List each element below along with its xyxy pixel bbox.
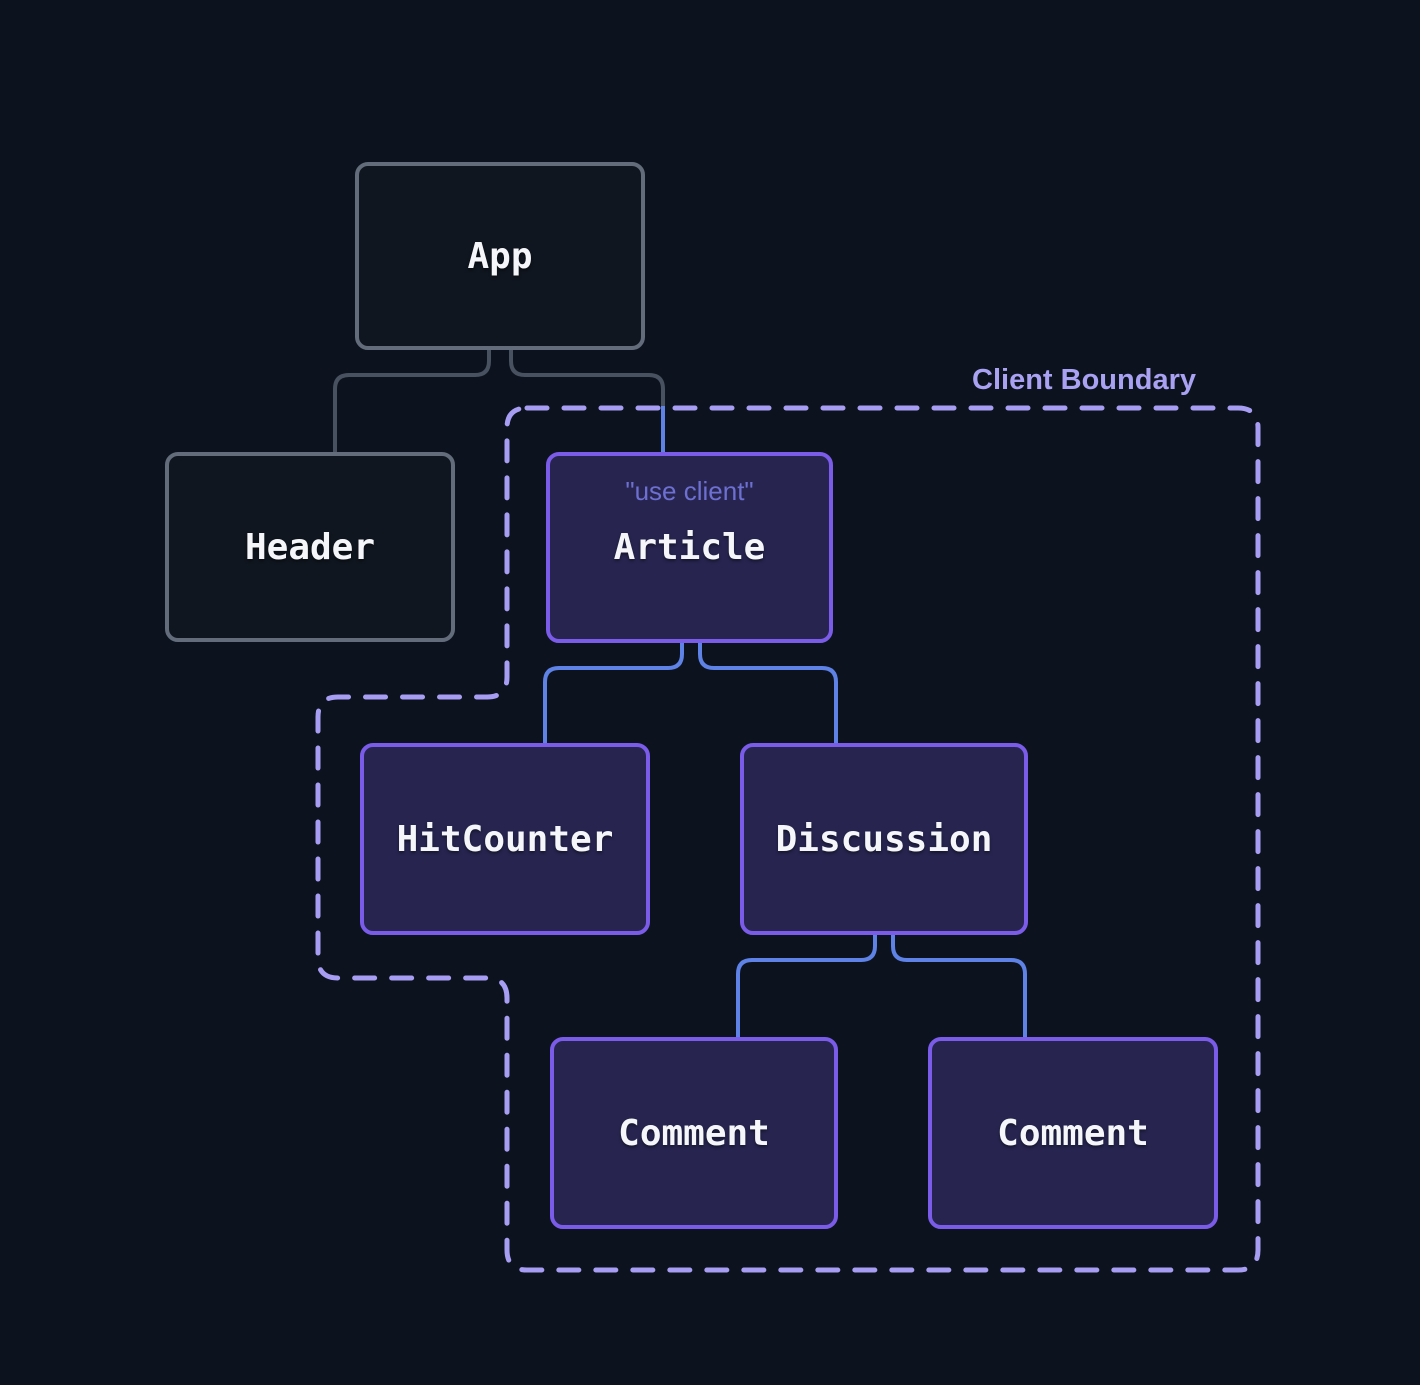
node-article: "use client" Article (546, 452, 833, 643)
client-boundary-outline (315, 405, 1261, 1273)
edge-discussion-comment-2 (891, 935, 1027, 1037)
node-comment-2: Comment (928, 1037, 1218, 1229)
node-header: Header (165, 452, 455, 642)
edge-app-header (333, 350, 491, 452)
node-comment-1-label: Comment (618, 1112, 770, 1154)
node-discussion: Discussion (740, 743, 1028, 935)
client-boundary-label: Client Boundary (972, 364, 1196, 396)
edge-article-discussion (698, 643, 838, 743)
node-hitcounter-label: HitCounter (396, 818, 614, 860)
node-comment-1: Comment (550, 1037, 838, 1229)
edge-discussion-comment-1 (736, 935, 877, 1037)
node-hitcounter: HitCounter (360, 743, 650, 935)
node-header-label: Header (244, 526, 376, 568)
node-discussion-label: Discussion (775, 818, 993, 860)
node-article-label: Article (613, 527, 766, 568)
edge-app-article-server-segment (509, 350, 665, 406)
node-app-label: App (467, 235, 533, 277)
use-client-directive: "use client" (625, 476, 754, 506)
node-app: App (355, 162, 645, 350)
edge-article-hitcounter (543, 643, 684, 743)
node-comment-2-label: Comment (997, 1112, 1149, 1154)
